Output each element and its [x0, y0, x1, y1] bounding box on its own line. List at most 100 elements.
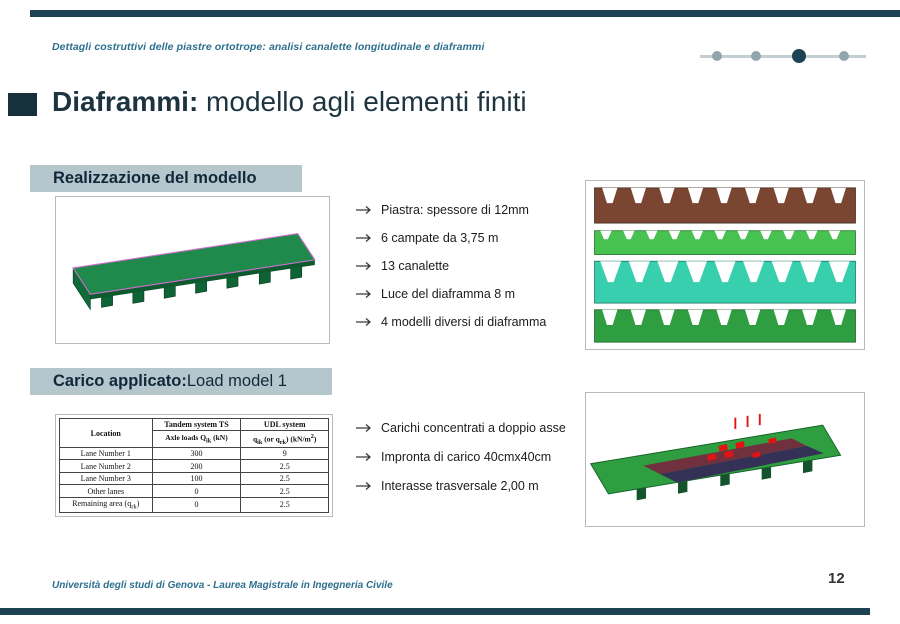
row-label-sub: rk — [131, 503, 137, 511]
bullet-text: Interasse trasversale 2,00 m — [381, 479, 539, 493]
row-udl: 9 — [240, 447, 329, 461]
subheader-text: q — [252, 434, 258, 444]
bullet-item: Luce del diaframma 8 m — [356, 287, 586, 301]
arrow-right-icon — [356, 482, 371, 490]
arrow-right-icon — [356, 424, 371, 432]
bullet-text: Piastra: spessore di 12mm — [381, 203, 529, 217]
diaphragm-strip-green — [594, 309, 856, 343]
deck-ribs — [636, 459, 813, 501]
section-heading-load: Carico applicato: Load model 1 — [30, 368, 332, 395]
subheader-sub: ik — [257, 438, 263, 446]
bullet-item: 13 canalette — [356, 259, 586, 273]
row-label-text: Remaining area (q — [72, 499, 132, 509]
row-label: Remaining area (qrk) — [59, 496, 153, 514]
row-label: Lane Number 2 — [59, 459, 153, 473]
row-udl: 2.5 — [240, 459, 329, 473]
row-label: Other lanes — [59, 484, 153, 498]
row-udl: 2.5 — [240, 471, 329, 486]
load-band-navy — [660, 445, 824, 483]
table-row: Other lanes 0 2.5 — [59, 484, 329, 498]
row-udl: 2.5 — [240, 484, 329, 498]
diaphragm-strip-light-green — [594, 230, 856, 255]
row-ts: 0 — [151, 496, 242, 514]
arrow-right-icon — [356, 206, 371, 214]
arrow-right-icon — [356, 262, 371, 270]
diaphragm-strip-teal — [594, 260, 856, 304]
row-ts: 100 — [151, 471, 242, 486]
title-emphasis: Diaframmi: — [52, 86, 199, 117]
fem-bridge-model-image — [55, 196, 330, 344]
subheader-text: (or q — [262, 434, 280, 444]
bullet-text: 4 modelli diversi di diaframma — [381, 315, 547, 329]
deck-top-plate — [72, 232, 316, 295]
row-label: Lane Number 3 — [59, 471, 153, 486]
bullet-item: Impronta di carico 40cmx40cm — [356, 450, 586, 464]
section-heading-model-text: Realizzazione del modello — [53, 169, 257, 187]
subheader-text: ) (kN/m — [286, 434, 311, 444]
title-accent-square — [8, 93, 37, 116]
row-ts: 200 — [151, 459, 242, 473]
arrow-right-icon — [356, 290, 371, 298]
load-model-table-image: Location Tandem system TS UDL system Axl… — [55, 414, 333, 517]
subheader-text: ) — [313, 434, 317, 444]
slide-footer: Università degli studi di Genova - Laure… — [52, 580, 393, 591]
progress-dot-1 — [712, 51, 722, 61]
load-model-1-table: Location Tandem system TS UDL system Axl… — [59, 417, 329, 514]
subheader-text: (kN) — [211, 433, 228, 443]
bullet-text: 6 campate da 3,75 m — [381, 231, 499, 245]
progress-dot-3-active — [792, 49, 806, 63]
title-rest: modello agli elementi finiti — [198, 86, 527, 117]
load-bullet-list: Carichi concentrati a doppio asse Impron… — [356, 421, 586, 493]
arrow-right-icon — [356, 453, 371, 461]
progress-dot-2 — [751, 51, 761, 61]
bullet-item: 6 campate da 3,75 m — [356, 231, 586, 245]
bottom-accent-bar — [0, 608, 870, 615]
fem-bridge-model-illustration — [72, 232, 316, 311]
bullet-text: Carichi concentrati a doppio asse — [381, 421, 566, 435]
row-udl: 2.5 — [240, 496, 329, 514]
section-heading-model: Realizzazione del modello — [30, 165, 302, 192]
bullet-item: Piastra: spessore di 12mm — [356, 203, 586, 217]
bullet-text: Luce del diaframma 8 m — [381, 287, 516, 301]
bullet-item: 4 modelli diversi di diaframma — [356, 315, 586, 329]
table-header-udl: UDL system — [240, 417, 329, 432]
progress-line — [700, 55, 866, 58]
row-ts: 0 — [151, 484, 242, 498]
diaphragm-models-image — [585, 180, 865, 350]
table-subheader-udl: qik (or qrk) (kN/m2) — [240, 430, 329, 449]
load-model-fem-image — [585, 392, 865, 527]
top-accent-bar — [30, 10, 900, 17]
slide-progress-indicator — [700, 48, 866, 64]
bullet-text: 13 canalette — [381, 259, 450, 273]
bullet-item: Carichi concentrati a doppio asse — [356, 421, 586, 435]
load-arrows — [734, 413, 761, 429]
arrow-right-icon — [356, 234, 371, 242]
section-heading-load-rest: Load model 1 — [186, 372, 287, 390]
table-subheader-tandem: Axle loads Qik (kN) — [151, 430, 242, 449]
slide-header: Dettagli costruttivi delle piastre ortot… — [52, 41, 485, 53]
row-label-text: ) — [136, 499, 140, 509]
row-ts: 300 — [151, 447, 242, 461]
section-heading-load-emphasis: Carico applicato: — [53, 372, 187, 390]
subheader-sup: 2 — [310, 432, 314, 440]
subheader-sub: rk — [279, 438, 286, 446]
table-header-tandem: Tandem system TS — [151, 417, 242, 432]
table-row: Remaining area (qrk) 0 2.5 — [59, 496, 329, 514]
bullet-text: Impronta di carico 40cmx40cm — [381, 450, 552, 464]
diaphragm-strip-brown — [594, 187, 856, 224]
progress-dot-4 — [839, 51, 849, 61]
deck-edge-thickness — [90, 259, 315, 300]
page-number: 12 — [828, 570, 845, 587]
tandem-load-patches — [707, 437, 777, 461]
bullet-item: Interasse trasversale 2,00 m — [356, 479, 586, 493]
diaphragm-models-illustration — [594, 187, 856, 343]
subheader-text: Axle loads Q — [165, 433, 207, 443]
row-label: Lane Number 1 — [59, 447, 153, 461]
table-row: Lane Number 3 100 2.5 — [59, 471, 329, 486]
table-row: Lane Number 2 200 2.5 — [59, 459, 329, 473]
load-model-fem-illustration — [590, 413, 842, 501]
model-bullet-list: Piastra: spessore di 12mm 6 campate da 3… — [356, 203, 586, 329]
subheader-sub: ik — [206, 437, 212, 445]
page-title: Diaframmi: modello agli elementi finiti — [52, 86, 527, 118]
table-row: Lane Number 1 300 9 — [59, 447, 329, 461]
